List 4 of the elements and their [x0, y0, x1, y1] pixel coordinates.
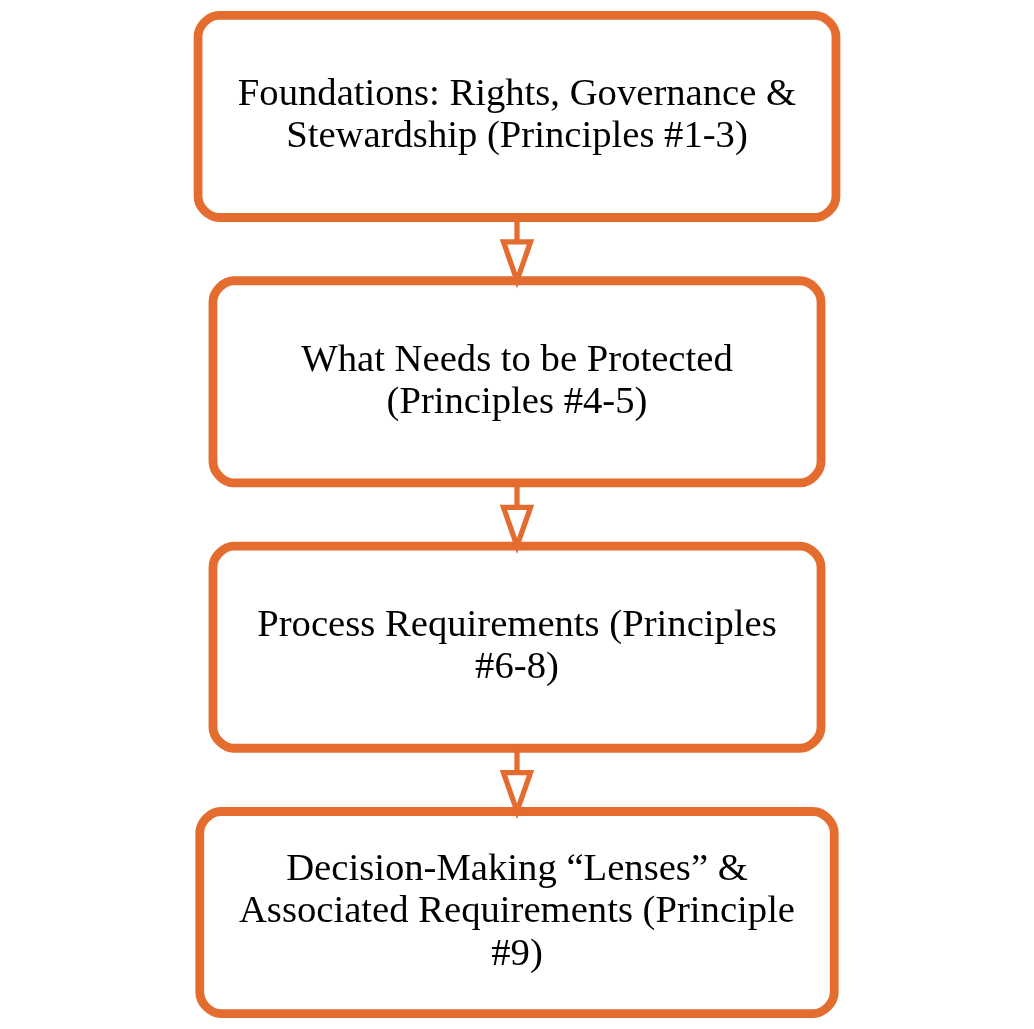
node-box: Decision-Making “Lenses” & Associated Requirements (Principle #9) — [195, 807, 839, 1018]
node-box: Foundations: Rights, Governance & Stewardship (Principles #1-3) — [193, 11, 841, 222]
node-box: What Needs to be Protected (Principles #4-5) — [208, 276, 826, 488]
node-box: Process Requirements (Principles #6-8) — [208, 541, 826, 753]
